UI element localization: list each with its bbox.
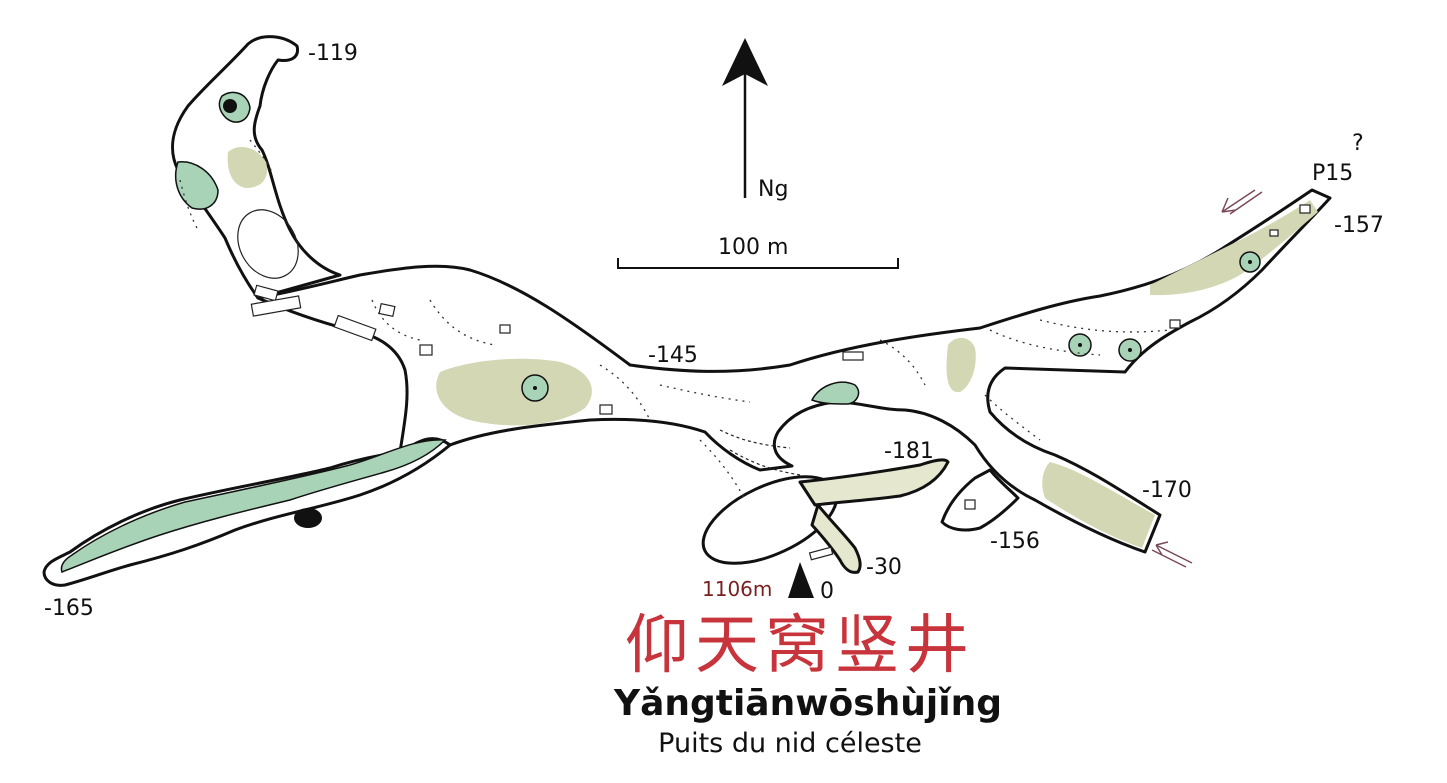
pool-east (810, 381, 860, 405)
north-arrow-icon (722, 38, 768, 86)
entrance-altitude: 1106m (702, 577, 772, 601)
scale-bar: 100 m (617, 235, 899, 269)
water-zones (60, 91, 1261, 573)
title-french: Puits du nid céleste (658, 728, 922, 759)
lake-southwest (60, 439, 447, 573)
depth-119: -119 (308, 41, 358, 66)
depth-30: -30 (866, 555, 902, 580)
passage-181 (798, 458, 950, 507)
floor-details (179, 139, 1311, 561)
sediment-zones (227, 147, 1318, 548)
clay-north (227, 147, 268, 188)
title-block: 仰天窝竖井 Yǎngtiānwōshùjǐng Puits du nid cél… (613, 609, 1002, 759)
entrance-marker: 1106m (702, 562, 814, 601)
main-gallery (256, 188, 1332, 554)
pool-north (174, 161, 219, 210)
passage-30 (810, 503, 862, 574)
scale-label: 100 m (718, 235, 788, 260)
sump-dark (294, 508, 322, 528)
clay-east (946, 337, 976, 393)
depth-0: 0 (820, 579, 834, 604)
clay-northeast (1150, 200, 1318, 296)
depth-170: -170 (1142, 478, 1192, 503)
pitch-label: P15 (1312, 161, 1353, 186)
sump-top (223, 99, 237, 113)
inflow-arrows (1151, 189, 1263, 568)
branch-156 (940, 468, 1020, 532)
inflow-arrow-northeast (1221, 189, 1263, 215)
clay-170 (1042, 462, 1155, 548)
pillar-north (237, 209, 299, 279)
clay-central (436, 358, 592, 426)
depth-156: -156 (990, 529, 1040, 554)
depth-165: -165 (44, 596, 94, 621)
depth-145: -145 (648, 343, 698, 368)
entrance-triangle-icon (788, 562, 814, 598)
pitch-unknown: ? (1352, 131, 1364, 156)
title-chinese: 仰天窝竖井 (625, 609, 975, 683)
inflow-arrow-southeast (1151, 541, 1193, 568)
depth-157: -157 (1334, 213, 1384, 238)
depth-181: -181 (884, 439, 934, 464)
title-pinyin: Yǎngtiānwōshùjǐng (613, 683, 1002, 724)
north-label: Ng (758, 177, 788, 202)
depth-labels: -119 -145 -157 -181 -170 -156 -30 -165 0… (44, 41, 1384, 621)
north-arrow: Ng (722, 38, 788, 202)
